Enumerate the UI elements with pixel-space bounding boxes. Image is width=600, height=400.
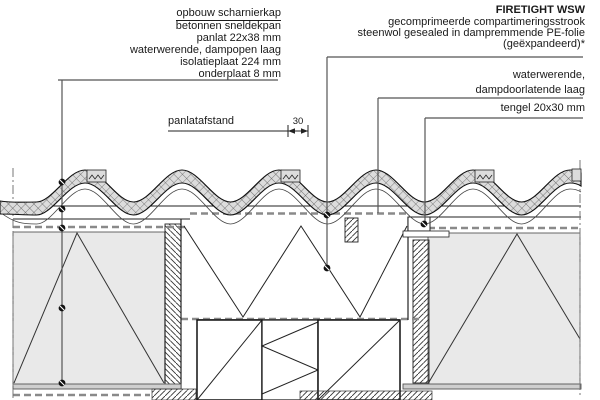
bottom-board-right (402, 383, 582, 390)
cap-insulation-v-lines (183, 225, 408, 318)
membrane-label-line-1: waterwerende, (512, 69, 585, 81)
reference-point-markers (58, 178, 428, 387)
underlay-foil-line (0, 188, 582, 225)
insulation-board-right (427, 232, 581, 386)
firetight-label-line-2: steenwol gesealed in dampremmende PE-fol… (357, 27, 585, 39)
firetight-label-title: FIRETIGHT WSW (495, 4, 585, 16)
zigzag-insulation-strip (260, 319, 320, 400)
timber-block-right (317, 319, 401, 400)
firetight-label-line-3: (geëxpandeerd)* (503, 38, 585, 50)
firetight-label-line-1: gecomprimeerde compartimeringsstrook (388, 16, 585, 28)
assembly-label-layer-2: panlat 22x38 mm (196, 32, 281, 44)
bottom-board-left (12, 383, 182, 390)
roof-tiles (0, 168, 582, 216)
assembly-label-layer-1: betonnen sneldekpan (175, 20, 281, 32)
leader-lines (58, 56, 583, 383)
assembly-title-text: opbouw scharnierkap (176, 7, 281, 21)
assembly-label-title: opbouw scharnierkap (176, 7, 281, 21)
assembly-label-layer-4: isolatieplaat 224 mm (180, 56, 281, 68)
dimension-value: 30 (292, 116, 304, 127)
membrane-label-line-2: dampdoorlatende laag (475, 84, 585, 96)
tengel-label: tengel 20x30 mm (500, 102, 585, 114)
cap-edge-block (344, 217, 359, 243)
firetight-strip-right (412, 239, 430, 384)
insulation-board-left (12, 231, 166, 386)
dimension-panlatafstand (168, 125, 309, 137)
panlatafstand-label: panlatafstand (168, 115, 235, 127)
tile-interlock-details (86, 168, 582, 183)
firetight-strip-left (164, 223, 182, 386)
timber-block-left (196, 319, 263, 400)
assembly-label-layer-3: waterwerende, dampopen laag (129, 44, 281, 56)
assembly-label-layer-5: onderplaat 8 mm (198, 68, 281, 80)
bottom-hatch-patches (151, 388, 433, 400)
